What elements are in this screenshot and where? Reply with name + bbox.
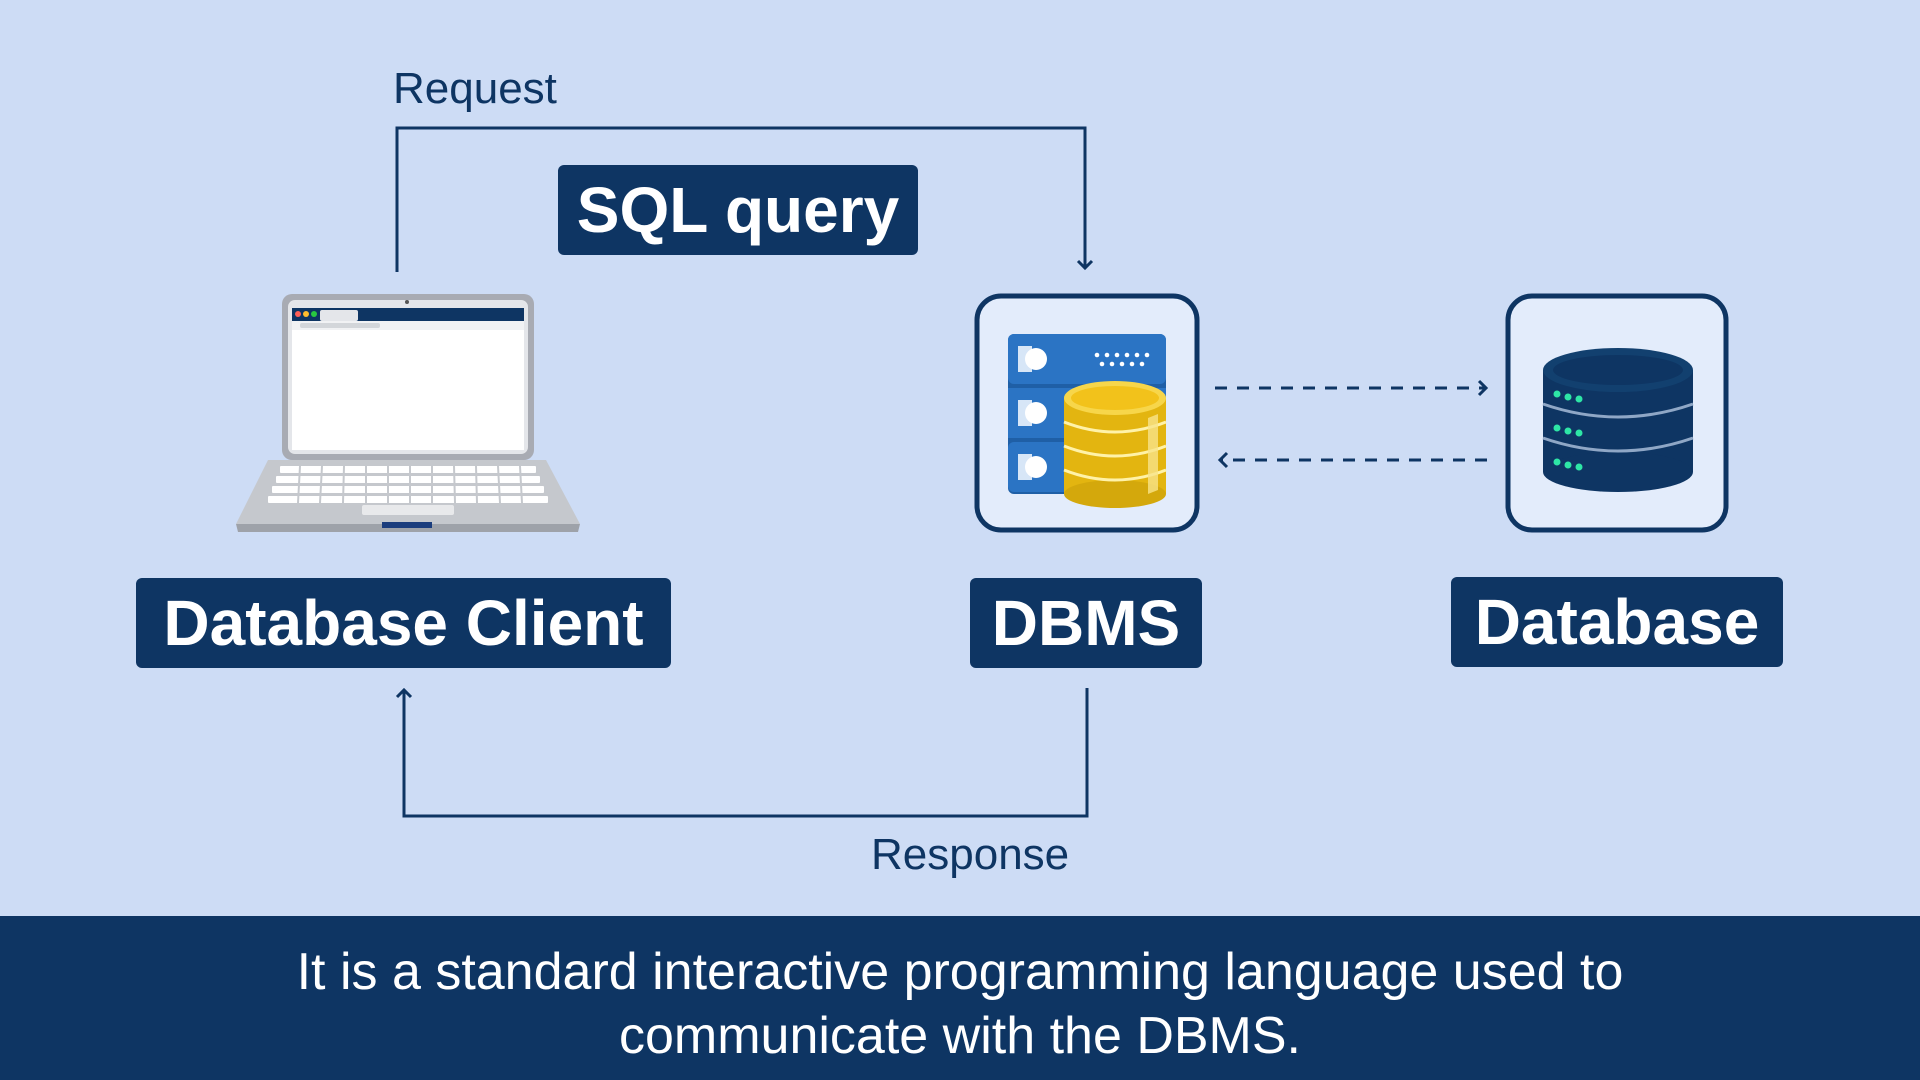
database-cylinder-icon bbox=[1505, 293, 1729, 533]
request-connector bbox=[395, 126, 1094, 272]
dbms-label: DBMS bbox=[970, 578, 1202, 668]
caption-line-2: communicate with the DBMS. bbox=[618, 1007, 1302, 1065]
caption-line-1: It is a standard interactive programming… bbox=[296, 943, 1624, 1001]
caption-bar: It is a standard interactive programming… bbox=[0, 916, 1920, 1080]
laptop-icon bbox=[236, 294, 580, 532]
server-with-database-icon bbox=[974, 293, 1200, 533]
database-label: Database bbox=[1451, 577, 1783, 667]
response-label: Response bbox=[871, 830, 1070, 879]
request-label: Request bbox=[393, 64, 557, 113]
sql-query-label: SQL query bbox=[558, 165, 918, 255]
response-connector bbox=[395, 687, 1089, 818]
database-client-label: Database Client bbox=[136, 578, 671, 668]
